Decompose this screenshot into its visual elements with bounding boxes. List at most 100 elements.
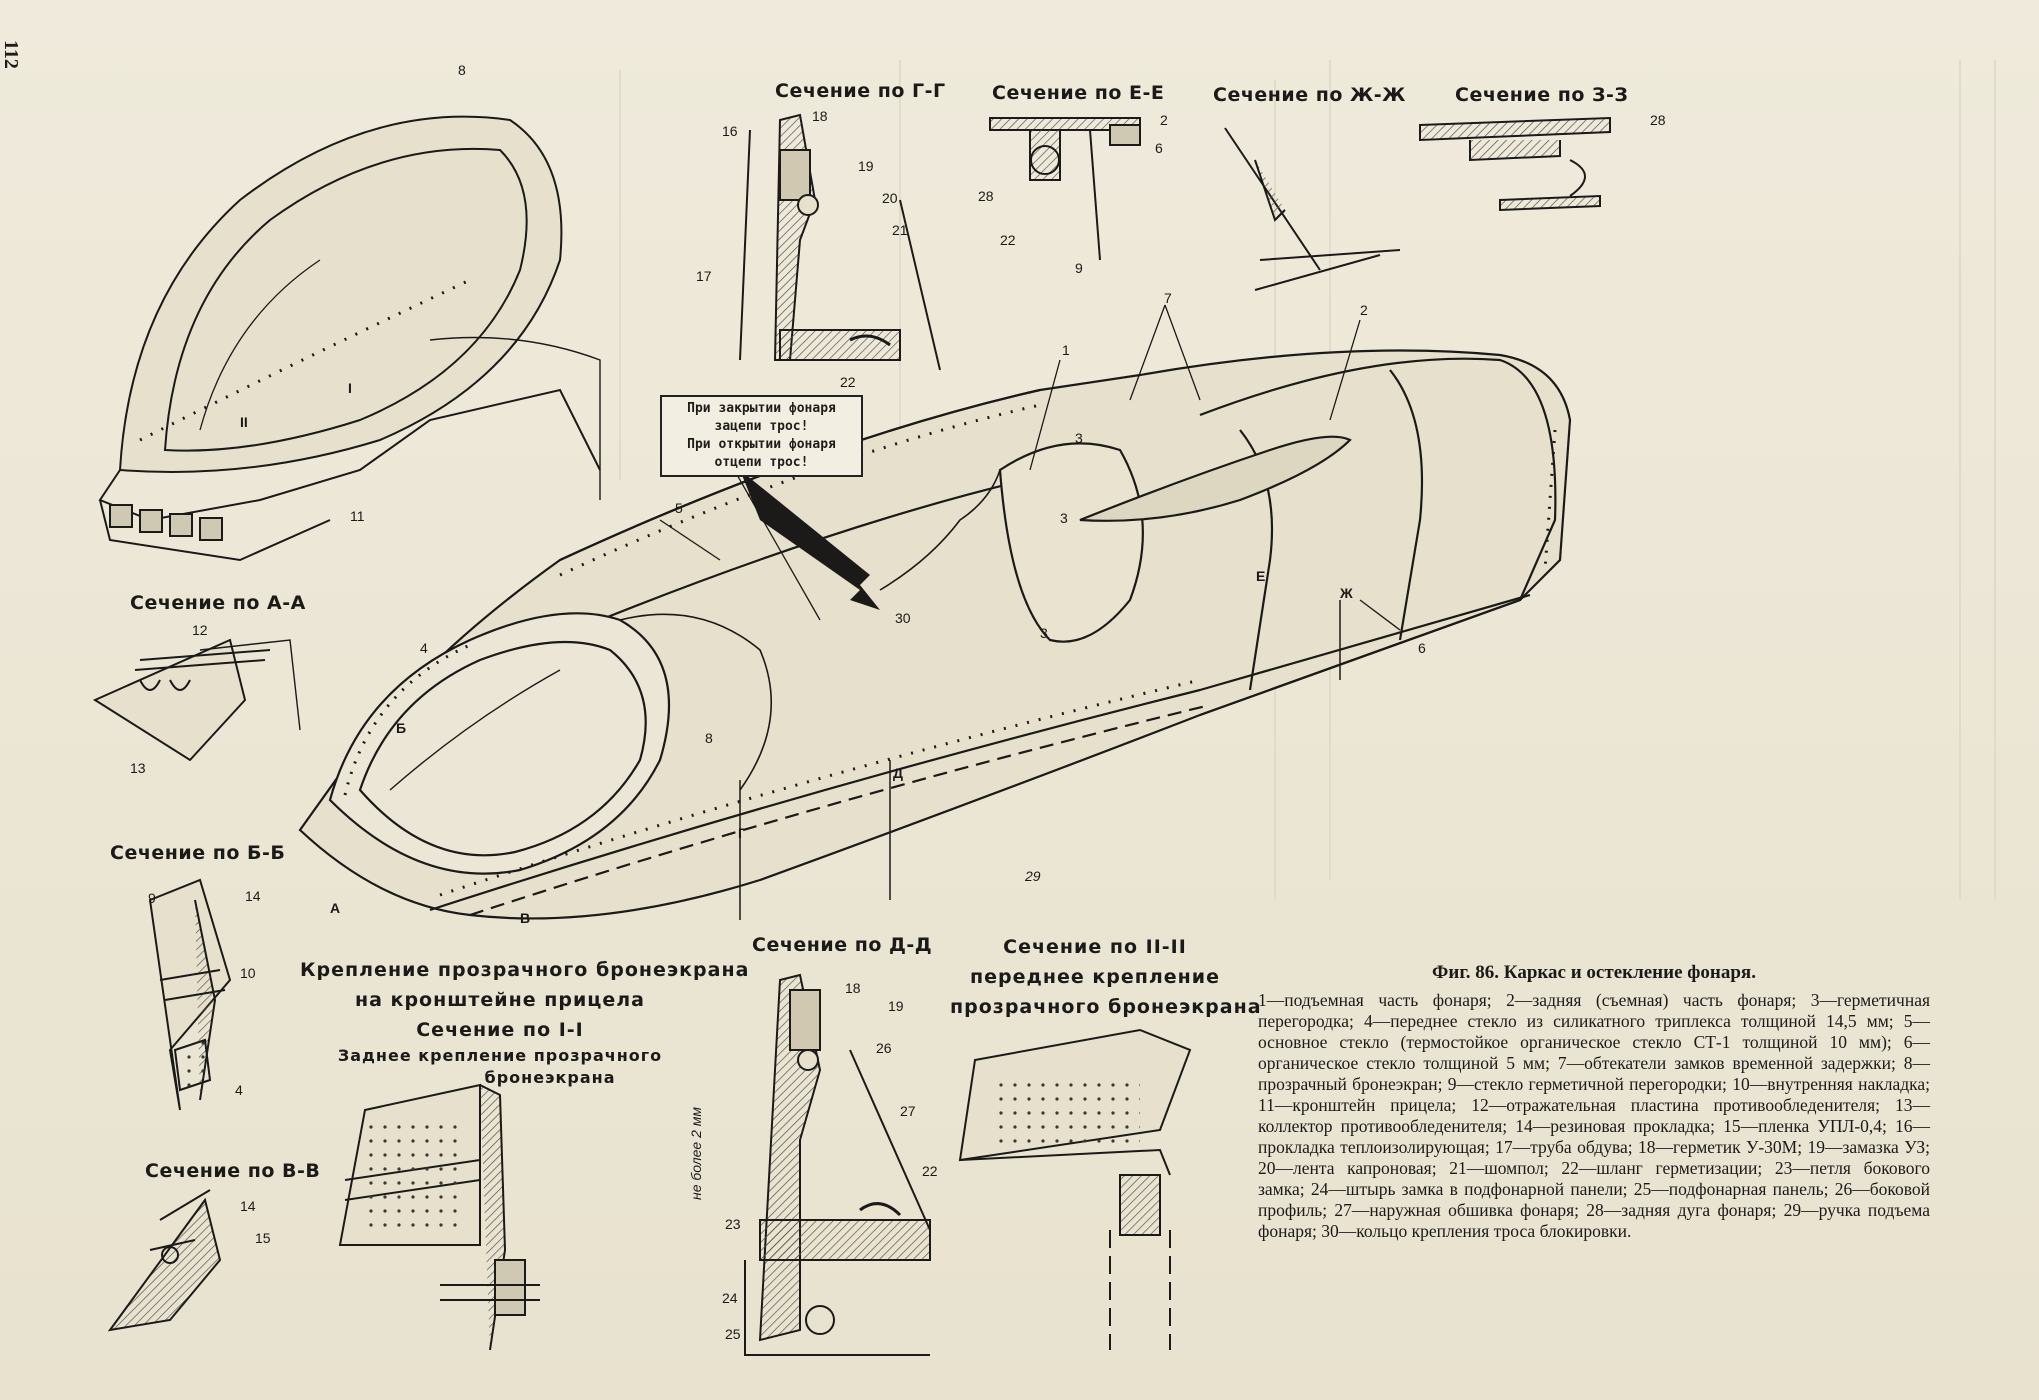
callout-19: 19: [858, 158, 874, 174]
legend-entry: 12—отражательная пластина противообледен…: [1471, 1095, 1895, 1115]
callout-26: 26: [876, 1040, 892, 1056]
callout-1: 1: [1062, 342, 1070, 358]
callout-24: 24: [722, 1290, 738, 1306]
section-zhzh-drawing: [1224, 127, 1401, 291]
cut-mark-v: В: [520, 910, 531, 926]
cut-mark-zh: Ж: [1340, 585, 1353, 601]
legend-entry: 8—прозрачный бронеэкран;: [1258, 1053, 1931, 1094]
heading-line: прозрачного бронеэкрана: [950, 996, 1262, 1018]
callout-21: 21: [892, 222, 908, 238]
legend-entry: 15—пленка УПЛ-0,4;: [1723, 1116, 1895, 1136]
legend-entry: 6—органическое стекло толщиной 5 мм;: [1258, 1032, 1930, 1073]
legend-entry: 24—штырь замка в подфонарной панели;: [1310, 1179, 1634, 1199]
callout-20: 20: [882, 190, 898, 206]
callout-3b: 3: [1060, 510, 1068, 526]
callout-28: 28: [1650, 112, 1666, 128]
legend-entry: 11—кронштейн прицела;: [1258, 1095, 1472, 1115]
callout-9-ee: 9: [1075, 260, 1083, 276]
heading-line: бронеэкрана: [484, 1068, 616, 1087]
callout-5: 5: [675, 500, 683, 516]
section-vv-drawing: [107, 1189, 222, 1332]
callout-14-vv: 14: [240, 1198, 256, 1214]
notice-line: При закрытии фонаря: [687, 401, 836, 416]
section-label-dd: Сечение по Д-Д: [752, 934, 933, 956]
callout-14: 14: [245, 888, 261, 904]
legend-entry: 5—основное стекло (термостойкое органиче…: [1258, 1011, 1930, 1052]
callout-25: 25: [725, 1326, 741, 1342]
notice-line: отцепи трос!: [714, 455, 809, 470]
legend-entry: 19—замазка УЗ;: [1807, 1137, 1931, 1157]
heading-line: Крепление прозрачного бронеэкрана: [300, 959, 750, 981]
gap-note: не более 2 мм: [688, 1107, 704, 1200]
legend-entry: 14—резиновая прокладка;: [1515, 1116, 1724, 1136]
caption-title: Фиг. 86. Каркас и остекление фонаря.: [1432, 962, 1756, 983]
callout-23: 23: [725, 1216, 741, 1232]
legend-entry: 30—кольцо крепления троса блокировки.: [1321, 1221, 1632, 1241]
legend-entry: 13—коллектор противообледенителя;: [1258, 1095, 1930, 1136]
legend-entry: 2—задняя (съемная) часть фонаря;: [1506, 990, 1811, 1010]
cut-mark-ii: II: [240, 414, 248, 430]
section-zz-drawing: [1419, 116, 1611, 212]
legend-entry: 16—прокладка теплоизолирующая;: [1258, 1116, 1930, 1157]
callout-22-ee: 22: [1000, 232, 1016, 248]
callout-3: 3: [1075, 430, 1083, 446]
callout-18: 18: [812, 108, 828, 124]
heading-line: на кронштейне прицела: [354, 989, 645, 1011]
callout-16: 16: [722, 123, 738, 139]
callout-28-ee: 28: [978, 188, 994, 204]
legend-entry: 3—герметичная перегородка;: [1258, 990, 1931, 1031]
section-label-ee: Сечение по Е-Е: [992, 82, 1165, 104]
callout-30: 30: [895, 610, 911, 626]
section-label-i: Сечение по I-I: [416, 1019, 584, 1041]
section-label-aa: Сечение по А-А: [130, 592, 306, 614]
legend-entry: 29—ручка подъема фонаря;: [1258, 1200, 1930, 1241]
callout-19-dd: 19: [888, 998, 904, 1014]
notice-line: При открытии фонаря: [687, 437, 836, 452]
cut-mark-d: Д: [893, 765, 903, 781]
legend-entry: 9—стекло герметичной перегородки;: [1447, 1074, 1733, 1094]
section-label-gg: Сечение по Г-Г: [775, 80, 946, 102]
section-bb-drawing: [148, 878, 232, 1111]
callout-7: 7: [1164, 290, 1172, 306]
legend-entry: 4—переднее стекло из силикатного триплек…: [1363, 1011, 1904, 1031]
callout-15: 15: [255, 1230, 271, 1246]
cut-mark-a: А: [330, 900, 341, 916]
front-canopy-view: [98, 115, 601, 562]
front-mount-heading: Сечение по II-II переднее крепление проз…: [950, 932, 1262, 1022]
caption-legend: 1—подъемная часть фонаря; 2—задняя (съем…: [1258, 990, 1930, 1242]
callout-11: 11: [350, 508, 365, 524]
legend-entry: 26—боковой профиль;: [1258, 1179, 1930, 1220]
cut-mark-b: Б: [396, 720, 407, 736]
callout-22: 22: [840, 374, 856, 390]
callout-27: 27: [900, 1103, 916, 1119]
legend-entry: 28—задняя дуга фонаря;: [1586, 1200, 1784, 1220]
section-ii-drawing: [958, 1028, 1192, 1350]
callout-17: 17: [696, 268, 712, 284]
callout-3c: 3: [1040, 625, 1048, 641]
notice-line: зацепи трос!: [714, 419, 809, 434]
callout-29: 29: [1025, 868, 1041, 884]
callout-4: 4: [420, 640, 428, 656]
legend-entry: 21—шомпол;: [1449, 1158, 1562, 1178]
section-dd-drawing: [744, 973, 931, 1356]
section-label-ii: Сечение по II-II: [1003, 936, 1187, 958]
heading-line: Заднее крепление прозрачного: [337, 1046, 663, 1065]
legend-entry: 10—внутренняя накладка;: [1732, 1074, 1930, 1094]
legend-entry: 27—наружная обшивка фонаря;: [1334, 1200, 1587, 1220]
callout-8: 8: [458, 62, 466, 78]
callout-4-bb: 4: [235, 1082, 243, 1098]
legend-entry: 7—обтекатели замков временной задержки;: [1557, 1053, 1904, 1073]
legend-entry: 20—лента капроновая;: [1258, 1158, 1450, 1178]
armor-mount-heading: Крепление прозрачного бронеэкрана на кро…: [300, 955, 750, 1089]
section-gg-drawing: [739, 113, 941, 371]
heading-line: переднее крепление: [970, 966, 1220, 988]
callout-10: 10: [240, 965, 256, 981]
callout-9: 9: [148, 890, 156, 906]
legend-entry: 22—шланг герметизации;: [1561, 1158, 1775, 1178]
legend-entry: 1—подъемная часть фонаря;: [1258, 990, 1507, 1010]
section-label-zhzh: Сечение по Ж-Ж: [1213, 84, 1406, 106]
callout-12: 12: [192, 622, 208, 638]
callout-8b: 8: [705, 730, 713, 746]
